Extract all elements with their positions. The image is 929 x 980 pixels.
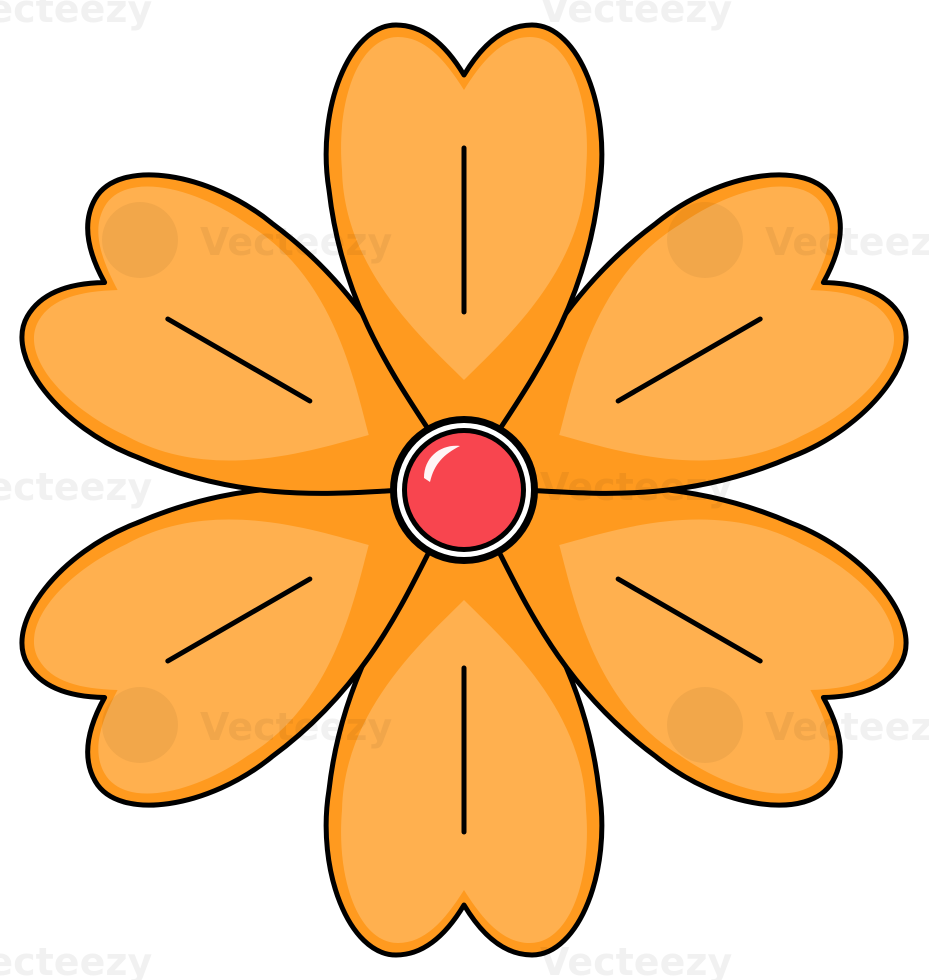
watermark-label: Vecteezy <box>0 940 152 980</box>
watermark-label: Vecteezy <box>540 940 732 980</box>
watermark-logo-icon <box>102 202 743 763</box>
watermark-label: Vecteezy <box>200 705 392 749</box>
flower-center <box>390 416 538 564</box>
watermark-label: Vecteezy <box>200 220 392 264</box>
watermark-label: Vecteezy <box>765 220 929 264</box>
center-highlight-icon <box>424 445 460 482</box>
watermark-label: Vecteezy <box>540 0 732 31</box>
watermark-label: Vecteezy <box>0 0 152 31</box>
watermark-label: Vecteezy <box>765 705 929 749</box>
watermark-label: Vecteezy <box>540 465 732 509</box>
watermark-label: Vecteezy <box>0 465 152 509</box>
